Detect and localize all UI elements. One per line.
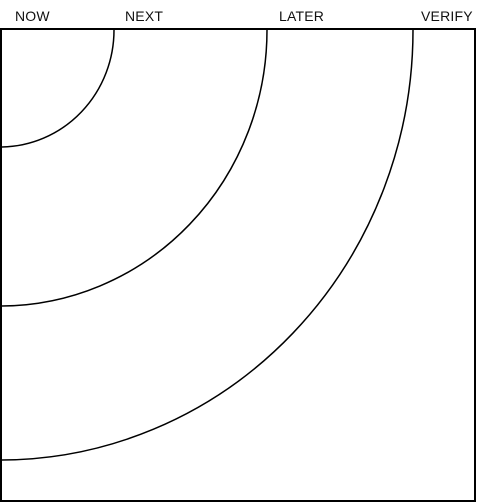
arc-now <box>1 29 115 148</box>
arc-next <box>1 29 268 307</box>
arc-later <box>1 29 414 461</box>
label-verify: VERIFY <box>421 8 473 24</box>
diagram-frame <box>0 28 476 502</box>
label-now: NOW <box>15 8 50 24</box>
label-later: LATER <box>279 8 325 24</box>
label-next: NEXT <box>125 8 164 24</box>
